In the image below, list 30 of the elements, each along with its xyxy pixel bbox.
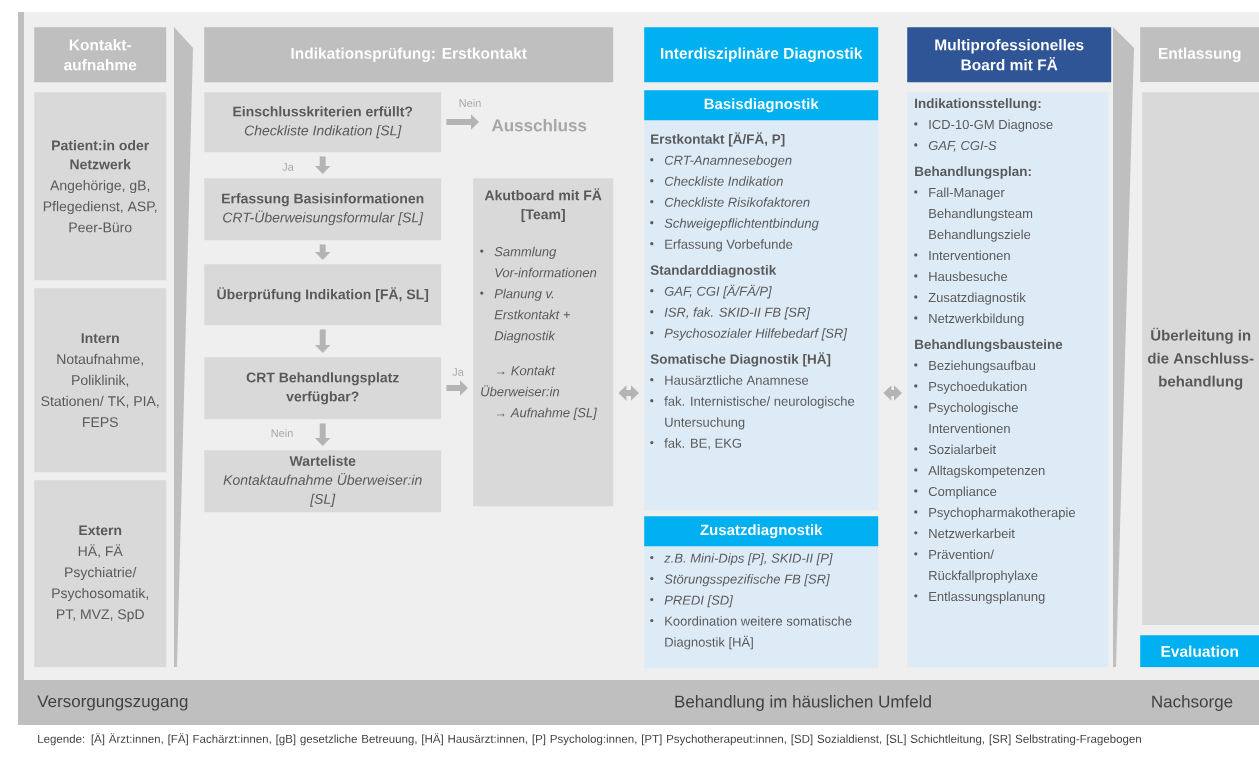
column-header: Indikationsprüfung: Erstkontakt	[204, 27, 614, 83]
column-header: Kontakt-aufnahme	[34, 27, 167, 83]
diagnostics-panel: Basisdiagnostik Erstkontakt [Ä/FÄ, P] CRT-Anamnesebogen Checkliste Indikation Checkliste Risikofaktoren Schweigepflichtentbindung Erfassung Vorbefunde Standarddiagnostik GAF, CGI [Ä/FÄ/P] ISR, fak. SKID-II FB [SR] Psychosozialer Hilfebedarf [SR] Somatische Diagnostik [HÄ] Hausärztliche Anamnese fak. Internistische/ neurologische Untersuchung fak. BE, EKG	[644, 90, 879, 511]
block-arrow	[618, 385, 639, 401]
source-box: Extern HÄ, FÄ Psychiatrie/ Psychosomatik, PT, MVZ, SpD	[34, 480, 167, 668]
decision-box: Einschlusskriterien erfüllt? Checkliste Indikation [SL]	[204, 92, 442, 153]
edge-label: Ja	[281, 162, 295, 172]
process-box: Erfassung Basisinformationen CRT-Überweisungsformular [SL]	[204, 178, 442, 241]
edge-label: Nein	[457, 97, 483, 109]
board-panel: Indikationsstellung: ICD-10-GM Diagnose GAF, CGI-S Behandlungsplan: Fall-Manager Behandlungsteam Behandlungsziele Interventionen Hausbesuche Zusatzdiagnostik Netzwerkbildung Behandlungsbausteine Beziehungsaufbau Psychoedukation Psychologische Interventionen Sozialarbeit Alltagskompetenzen Compliance Psychopharmakotherapie Netzwerkarbeit Prävention/ Rückfallprophylaxe Entlassungsplanung	[907, 92, 1109, 668]
column-header: Multiprofessionelles Board mit FÄ	[907, 27, 1112, 83]
outcome-text: Ausschluss	[491, 118, 587, 132]
column-header: Evaluation	[1140, 635, 1259, 668]
process-box: Warteliste Kontaktaufnahme Überweiser:in [SL]	[204, 450, 442, 513]
legend-note: Legende: [Ä] Ärzt:innen, [FÄ] Fachärzt:innen, [gB] gesetzliche Betreuung, [HÄ] Hausärzt:innen, [P] Psycholog:innen, [PT] Psychotherapeut:innen, [SD] Sozialdienst, [SL] Schichtleitung, [SR] Selbstrating-Fragebogen	[38, 733, 1141, 746]
column-header: Entlassung	[1140, 27, 1259, 83]
process-box: Überprüfung Indikation [FÄ, SL]	[204, 264, 442, 326]
source-box: Patient:in oder Netzwerk Angehörige, gB, Pflegedienst, ASP, Peer-Büro	[34, 92, 167, 281]
phase-label: Nachsorge	[1152, 695, 1233, 711]
decision-box: CRT Behandlungsplatz verfügbar?	[204, 357, 442, 420]
edge-label: Nein	[269, 427, 295, 439]
phase-label: Behandlung im häuslichen Umfeld	[675, 695, 931, 711]
transition-box: Überleitung in die Anschluss-behandlung	[1142, 92, 1259, 626]
source-box: Intern Notaufnahme, Poliklinik, Stationen/ TK, PIA, FEPS	[34, 288, 167, 473]
column-header: Interdisziplinäre Diagnostik	[644, 27, 879, 83]
diagnostics-panel: Zusatzdiagnostik z.B. Mini-Dips [P], SKID-II [P] Störungsspezifische FB [SR] PREDI [SD] Koordination weitere somatische Diagnostik [HÄ]	[644, 516, 879, 669]
phase-label: Versorgungszugang	[37, 695, 188, 711]
board-box: Akutboard mit FÄ [Team] Sammlung Vor-informationen Planung v. Erstkontakt + Diagnostik → Kontakt Überweiser:in → Aufnahme [SL]	[473, 178, 614, 507]
block-arrow	[883, 385, 902, 401]
edge-label: Ja	[451, 367, 465, 377]
